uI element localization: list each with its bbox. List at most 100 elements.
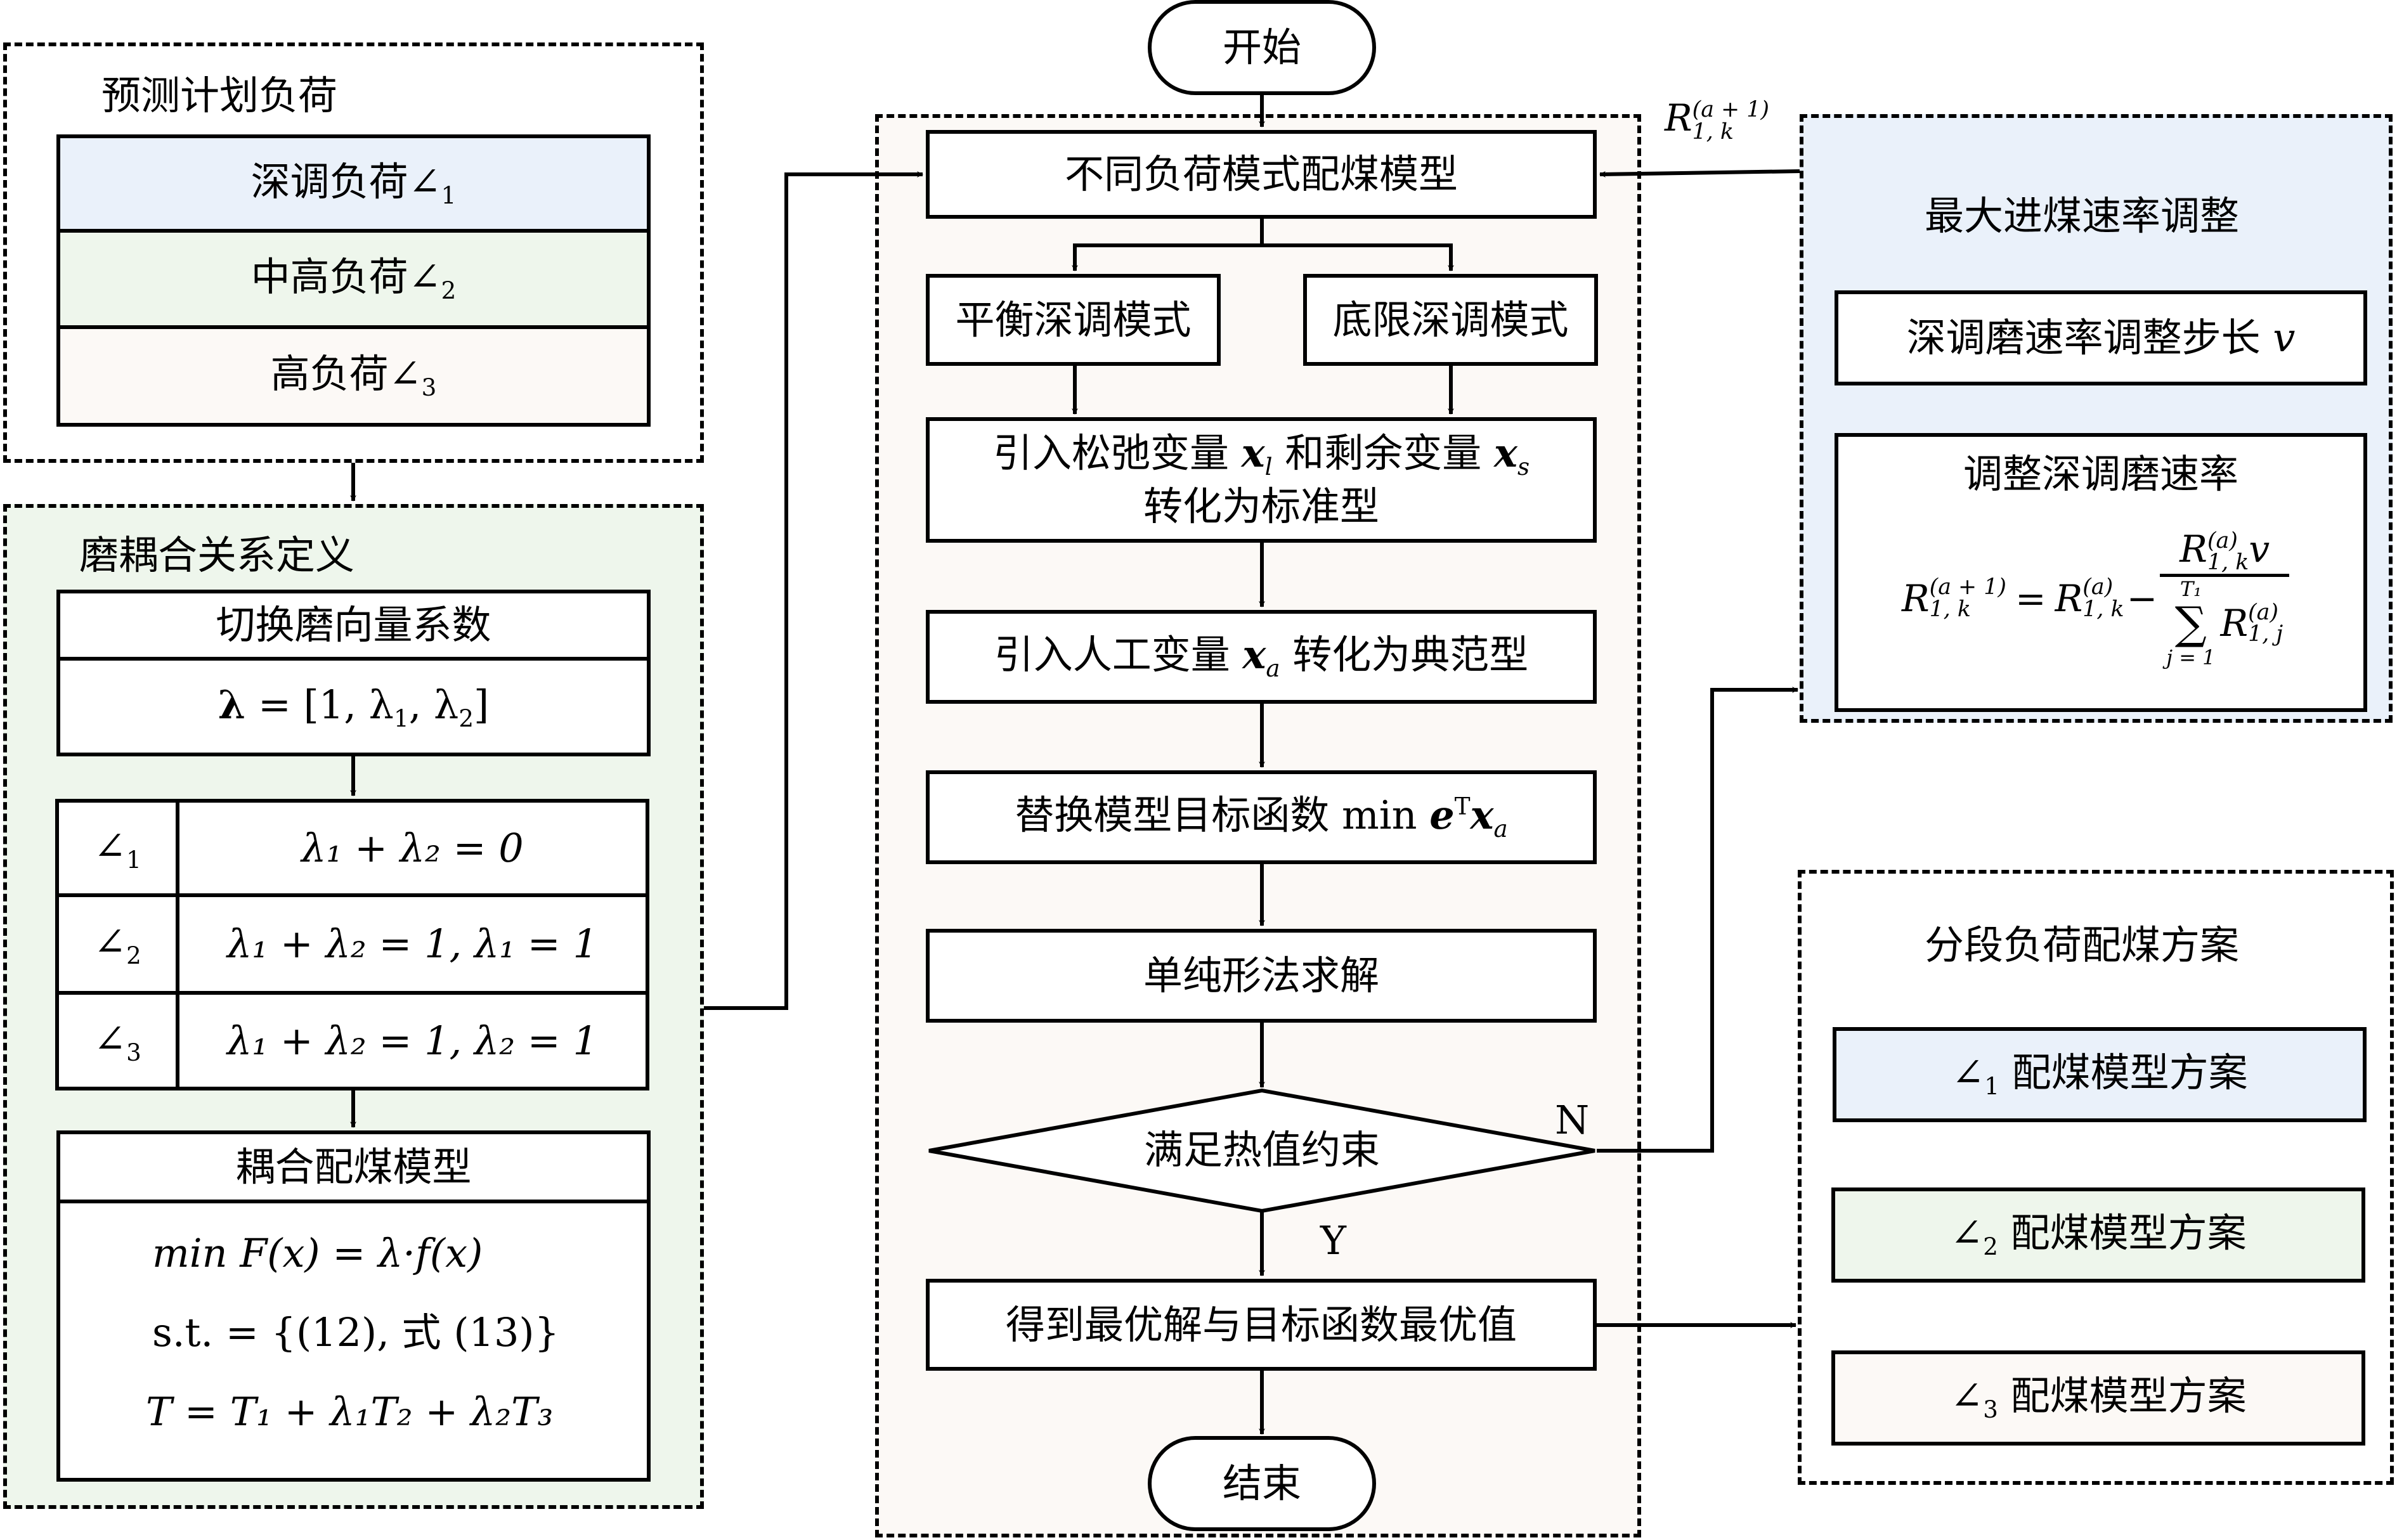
node-balance-mode: 平衡深调模式 <box>926 274 1221 366</box>
angle-icon: ∠ <box>388 351 422 398</box>
condition-expr: λ₁ + λ₂ = 1, λ₂ = 1 <box>179 995 646 1087</box>
var-x: x <box>1241 430 1265 477</box>
plan-index: 3 <box>1983 1395 1998 1424</box>
node-text: 引入松弛变量 <box>992 430 1242 477</box>
load-index: 3 <box>421 373 437 402</box>
node-slack-surplus: 引入松弛变量 xl 和剩余变量 xs 转化为标准型 <box>926 417 1597 543</box>
node-text: 不同负荷模式配煤模型 <box>1064 151 1458 198</box>
rate-symbol: R <box>1665 96 1692 139</box>
adjust-rate-title: 调整深调磨速率 <box>1963 451 2238 497</box>
plan-item: ∠2 配煤模型方案 <box>1831 1187 2365 1283</box>
end-terminal: 结束 <box>1148 1436 1376 1531</box>
var-sub: s <box>1517 453 1530 481</box>
var-x: x <box>1470 792 1494 839</box>
step-size-box: 深调磨速率调整步长 v <box>1835 290 2367 385</box>
model-objective: min F(x) = λ·f(x) <box>152 1230 483 1276</box>
node-text: 得到最优解与目标函数最优值 <box>1005 1301 1517 1348</box>
load-row-high: 高负荷∠3 <box>56 325 651 427</box>
angle-icon: ∠ <box>93 822 127 869</box>
vector-header: 切换磨向量系数 <box>56 590 651 661</box>
angle-icon: ∠ <box>408 254 441 301</box>
coupling-title: 磨耦合关系定义 <box>79 532 355 578</box>
condition-expr: λ₁ + λ₂ = 0 <box>179 803 646 893</box>
forecast-load-title: 预测计划负荷 <box>101 72 338 119</box>
node-text: 单纯形法求解 <box>1143 952 1379 999</box>
plan-label: 配煤模型方案 <box>1999 1049 2248 1096</box>
step-size-var: v <box>2273 314 2296 361</box>
node-replace-objective: 替换模型目标函数 min eTxa <box>926 770 1597 864</box>
angle-icon: ∠ <box>1951 1049 1985 1096</box>
plan-item: ∠1 配煤模型方案 <box>1833 1027 2367 1122</box>
node-simplex: 单纯形法求解 <box>926 929 1597 1023</box>
no-label: N <box>1555 1097 1590 1143</box>
vector-formula: λ = [1, λ1, λ2] <box>56 657 651 756</box>
condition-row: ∠3 λ₁ + λ₂ = 1, λ₂ = 1 <box>59 995 646 1087</box>
load-index: 1 <box>441 181 457 209</box>
end-label: 结束 <box>1222 1460 1301 1507</box>
vector-header-text: 切换磨向量系数 <box>216 602 491 649</box>
condition-index: 3 <box>126 1038 141 1066</box>
angle-icon: ∠ <box>93 1015 127 1062</box>
node-text: 底限深调模式 <box>1332 296 1569 343</box>
formula-part: 2 <box>458 704 474 732</box>
var-sub: a <box>1266 654 1280 683</box>
load-row-mid-high: 中高负荷∠2 <box>56 229 651 329</box>
rate-adjust-title: 最大进煤速率调整 <box>1925 193 2240 239</box>
angle-icon: ∠ <box>1950 1210 1984 1257</box>
formula-part: ] <box>474 681 490 728</box>
load-row-label: 中高负荷 <box>250 254 408 301</box>
var-sup: T <box>1454 792 1471 820</box>
decision-label: 满足热值约束 <box>1143 1127 1380 1173</box>
plan-item: ∠3 配煤模型方案 <box>1831 1350 2365 1446</box>
condition-row: ∠1 λ₁ + λ₂ = 0 <box>59 803 646 897</box>
condition-key: ∠2 <box>59 897 179 991</box>
model-time: T = T₁ + λ₁T₂ + λ₂T₃ <box>146 1388 554 1435</box>
rate-sup: (a + 1) <box>1692 97 1769 123</box>
model-constraints: s.t. = {(12), 式 (13)} <box>152 1309 560 1356</box>
rate-sub: 1, k <box>1692 119 1734 145</box>
model-header-text: 耦合配煤模型 <box>235 1143 472 1190</box>
condition-expr-text: λ₁ + λ₂ = 1, λ₁ = 1 <box>227 921 598 967</box>
load-row-label: 深调负荷 <box>250 158 408 205</box>
node-text: 和剩余变量 <box>1272 430 1494 477</box>
var-x: x <box>1242 631 1266 678</box>
model-body: min F(x) = λ·f(x) s.t. = {(12), 式 (13)} … <box>56 1200 651 1482</box>
model-header: 耦合配煤模型 <box>56 1130 651 1203</box>
condition-expr-text: λ₁ + λ₂ = 0 <box>301 824 524 871</box>
plans-title: 分段负荷配煤方案 <box>1925 922 2240 968</box>
plan-index: 1 <box>1984 1072 1999 1101</box>
angle-icon: ∠ <box>1950 1373 1984 1420</box>
plan-index: 2 <box>1983 1233 1998 1261</box>
node-artificial-variable: 引入人工变量 xa 转化为典范型 <box>926 610 1597 704</box>
load-row-label: 高负荷 <box>270 351 389 398</box>
condition-expr-text: λ₁ + λ₂ = 1, λ₂ = 1 <box>227 1017 598 1064</box>
condition-index: 1 <box>126 845 141 874</box>
decision-diamond <box>928 1088 1595 1213</box>
feedback-rate-label: R(a + 1)1, k <box>1665 95 1769 143</box>
var-sub: a <box>1493 815 1508 843</box>
node-optimal: 得到最优解与目标函数最优值 <box>926 1279 1597 1371</box>
condition-row: ∠2 λ₁ + λ₂ = 1, λ₁ = 1 <box>59 897 646 995</box>
node-load-mode-models: 不同负荷模式配煤模型 <box>926 130 1597 219</box>
condition-expr: λ₁ + λ₂ = 1, λ₁ = 1 <box>179 897 646 991</box>
condition-key: ∠1 <box>59 803 179 893</box>
node-text: 平衡深调模式 <box>955 296 1192 343</box>
condition-table: ∠1 λ₁ + λ₂ = 0 ∠2 λ₁ + λ₂ = 1, λ₁ = 1 ∠3… <box>55 799 649 1090</box>
start-terminal: 开始 <box>1148 0 1376 95</box>
plan-label: 配煤模型方案 <box>1998 1373 2247 1420</box>
start-label: 开始 <box>1222 24 1301 71</box>
condition-key: ∠3 <box>59 995 179 1087</box>
formula-part: 1 <box>393 704 409 732</box>
adjust-rate-box: 调整深调磨速率 R(a + 1)1, k = R(a)1, k − R(a)1,… <box>1835 433 2367 712</box>
node-text: 引入人工变量 <box>994 631 1243 678</box>
node-text: 转化为标准型 <box>1143 483 1379 529</box>
angle-icon: ∠ <box>408 158 441 205</box>
yes-label: Y <box>1320 1217 1346 1264</box>
load-row-deep: 深调负荷∠1 <box>56 134 651 233</box>
step-size-text: 深调磨速率调整步长 <box>1906 314 2273 361</box>
node-text: 转化为典范型 <box>1280 631 1529 678</box>
node-text: 替换模型目标函数 min <box>1015 792 1430 839</box>
var-x: x <box>1493 430 1517 477</box>
